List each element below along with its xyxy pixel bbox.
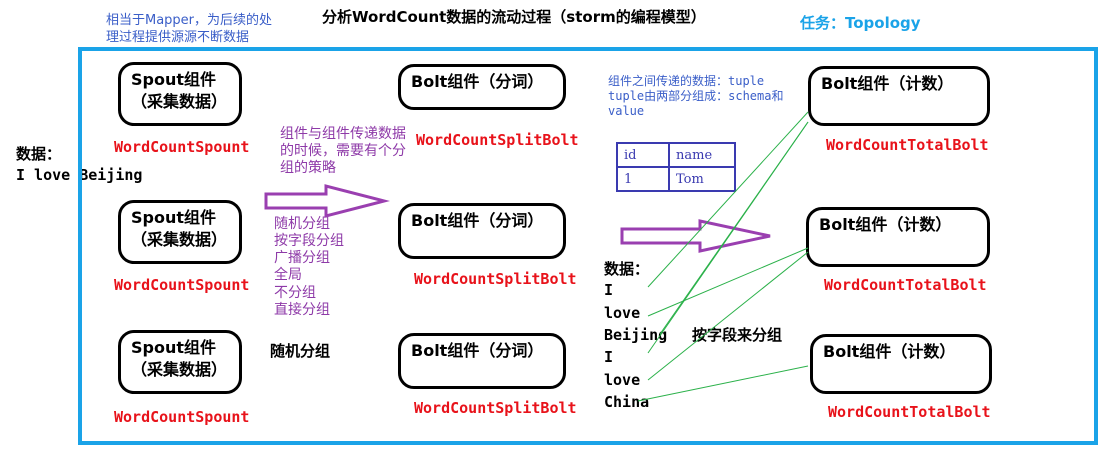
tuple-note: 组件之间传递的数据：tuple tuple由两部分组成：schema和value: [608, 74, 784, 118]
right-arrow-icon: [620, 219, 771, 253]
strategy-item: 全局: [274, 267, 302, 283]
spout-name-3: WordCountSpount: [114, 408, 250, 426]
word-item: love: [604, 371, 641, 389]
word-item: China: [604, 393, 650, 411]
total-bolt-box-2: Bolt组件（计数）: [806, 207, 990, 267]
total-bolt-name-1: WordCountTotalBolt: [826, 136, 989, 154]
spout-box-2: Spout组件（采集数据）: [118, 200, 242, 264]
tuple-table: id name 1 Tom: [616, 142, 736, 192]
strategy-item: 随机分组: [274, 216, 330, 232]
split-bolt-box-2: Bolt组件（分词）: [398, 203, 566, 259]
word-item: Beijing: [604, 326, 668, 344]
spout-box-3: Spout组件（采集数据）: [118, 330, 242, 394]
table-header-name: name: [668, 142, 736, 168]
right-arrow-icon: [264, 184, 390, 218]
spout-box-1: Spout组件（采集数据）: [118, 62, 242, 126]
field-grouping-connectors: [637, 111, 809, 402]
task-title: 任务：Topology: [800, 14, 921, 32]
strategy-item: 直接分组: [274, 302, 330, 318]
split-bolt-box-3: Bolt组件（分词）: [398, 333, 566, 389]
words-label: 数据：: [604, 260, 650, 278]
strategy-item: 广播分组: [274, 250, 330, 266]
table-cell-name: Tom: [668, 166, 736, 192]
strategy-item: 不分组: [274, 285, 316, 301]
mapper-note: 相当于Mapper，为后续的处理过程提供源源不断数据: [106, 13, 273, 45]
spout-name-2: WordCountSpount: [114, 276, 250, 294]
total-bolt-name-3: WordCountTotalBolt: [828, 403, 991, 421]
word-item: love: [604, 304, 641, 322]
split-bolt-name-1: WordCountSplitBolt: [416, 131, 579, 149]
split-bolt-name-3: WordCountSplitBolt: [414, 399, 577, 417]
topology-frame: [78, 47, 1098, 445]
table-cell-id: 1: [616, 166, 670, 192]
word-item: I: [604, 281, 614, 299]
input-label: 数据：: [16, 145, 62, 163]
total-bolt-box-1: Bolt组件（计数）: [808, 66, 990, 126]
random-grouping-label: 随机分组: [270, 342, 331, 360]
strategy-item: 按字段分组: [274, 233, 344, 249]
split-bolt-name-2: WordCountSplitBolt: [414, 270, 577, 288]
split-bolt-box-1: Bolt组件（分词）: [398, 64, 566, 110]
spout-name-1: WordCountSpount: [114, 138, 250, 156]
grouping-intro: 组件与组件传递数据的时候，需要有个分组的策略: [280, 126, 406, 176]
total-bolt-name-2: WordCountTotalBolt: [824, 276, 987, 294]
field-grouping-label: 按字段来分组: [692, 326, 783, 344]
word-item: I: [604, 348, 614, 366]
page-title: 分析WordCount数据的流动过程（storm的编程模型）: [322, 8, 706, 26]
total-bolt-box-3: Bolt组件（计数）: [810, 334, 992, 394]
table-header-id: id: [616, 142, 670, 168]
